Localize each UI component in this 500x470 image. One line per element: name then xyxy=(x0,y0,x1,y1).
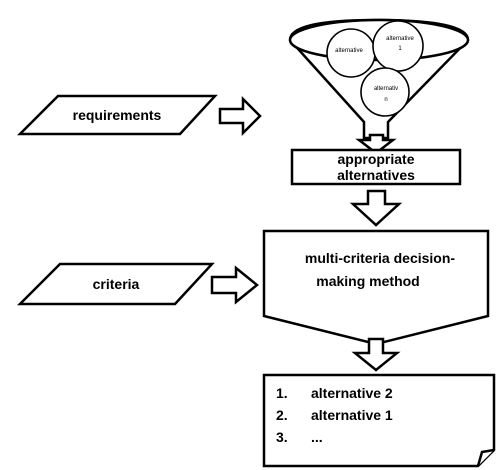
criteria-parallelogram xyxy=(16,262,215,306)
result-list-folded-corner xyxy=(476,448,495,467)
result-item-2-label: alternative 1 xyxy=(311,407,393,423)
result-item-1-label: alternative 2 xyxy=(311,385,393,401)
alternative-circle-2-sublabel: 1 xyxy=(398,46,402,52)
mcdm-pentagon xyxy=(262,229,490,346)
alternative-circle-3-sublabel: n xyxy=(384,97,387,103)
alternative-circle-2-label: alternative xyxy=(386,36,414,42)
requirements-parallelogram xyxy=(16,94,218,136)
appropriate-alternatives-box: appropriate alternatives xyxy=(290,148,462,186)
arrow-funnel-to-alternatives xyxy=(355,133,397,155)
criteria-input: criteria xyxy=(16,262,215,306)
arrow-mcdm-to-results xyxy=(351,337,401,372)
mcdm-box: multi-criteria decision- making method xyxy=(262,229,490,346)
arrow-requirements-to-funnel xyxy=(218,95,262,137)
alternative-circle-3 xyxy=(360,67,410,117)
criteria-label: criteria xyxy=(93,276,140,292)
result-item-3-number: 3. xyxy=(276,429,288,445)
alternative-circle-1-label: alternative xyxy=(335,48,363,54)
arrow-criteria-to-mcdm xyxy=(210,265,259,305)
alternative-circle-3-label: alternativ xyxy=(374,86,398,92)
result-item-2-number: 2. xyxy=(276,407,288,423)
result-list: 1. alternative 2 2. alternative 1 3. ... xyxy=(262,373,496,468)
result-item-3-label: ... xyxy=(311,429,323,445)
arrow-alternatives-to-mcdm xyxy=(349,189,403,227)
appropriate-alternatives-line1: appropriate xyxy=(337,151,414,167)
appropriate-alternatives-line2: alternatives xyxy=(337,167,415,183)
appropriate-alternatives-rect xyxy=(290,148,462,186)
result-item-1-number: 1. xyxy=(276,385,288,401)
requirements-label: requirements xyxy=(73,107,162,123)
funnel: alternative alternative 1 alternativ n xyxy=(288,18,470,140)
mcdm-line2: making method xyxy=(316,273,419,289)
mcdm-line1: multi-criteria decision- xyxy=(305,250,455,266)
requirements-input: requirements xyxy=(16,94,218,136)
